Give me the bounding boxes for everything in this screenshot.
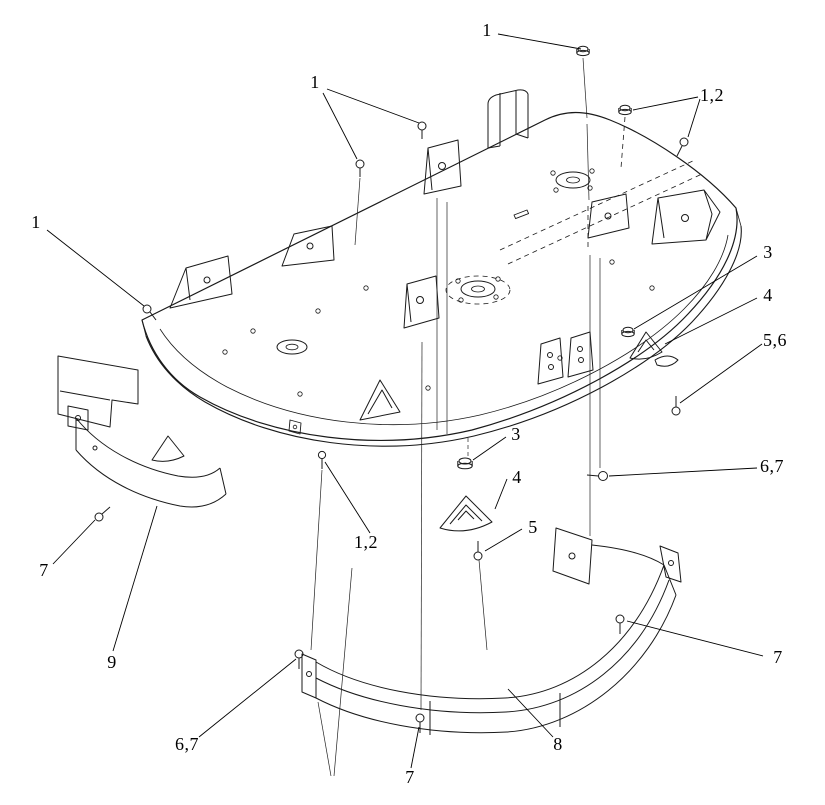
callout-label: 1 [31, 212, 41, 232]
bolt [671, 396, 681, 416]
callout-label: 1 [482, 20, 492, 40]
callout-label: 1,2 [700, 85, 724, 105]
callout-label: 1 [310, 72, 320, 92]
callout-label: 4 [512, 467, 522, 487]
bolt [355, 159, 365, 177]
flange-nut [618, 104, 632, 116]
hardware-fasteners [94, 45, 689, 733]
deck-brackets [169, 89, 721, 532]
flange-nut [576, 45, 590, 57]
callout-label: 1,2 [354, 532, 378, 552]
bolt [676, 137, 689, 157]
callout-label: 3 [763, 242, 773, 262]
callout-label: 4 [763, 285, 773, 305]
callout-label: 7 [39, 560, 49, 580]
baffle-front [301, 527, 682, 735]
deck-bolt-holes [222, 168, 655, 397]
callout-label: 9 [107, 652, 117, 672]
flange-nut [621, 326, 635, 338]
bolt [417, 121, 427, 139]
bolt [142, 304, 157, 321]
hidden-edge-lines [445, 116, 703, 305]
callout-label: 5,6 [763, 330, 787, 350]
flange-nut [457, 457, 473, 470]
carriage-bolt [586, 471, 608, 481]
bolt [294, 649, 304, 669]
baffle-left [57, 355, 227, 508]
callout-label: 6,7 [175, 734, 199, 754]
deck-shell [141, 111, 742, 447]
leader-lines [46, 33, 764, 769]
bolt [94, 506, 111, 522]
callout-label: 7 [405, 767, 415, 787]
callout-label: 7 [773, 647, 783, 667]
callout-label: 6,7 [760, 456, 784, 476]
bolt [473, 541, 483, 561]
bolt [317, 450, 327, 469]
callout-label: 8 [553, 734, 563, 754]
bolt [615, 614, 625, 634]
callout-label: 3 [511, 424, 521, 444]
callout-label: 5 [528, 517, 538, 537]
alignment-lines [310, 57, 601, 777]
bolt [415, 713, 425, 733]
